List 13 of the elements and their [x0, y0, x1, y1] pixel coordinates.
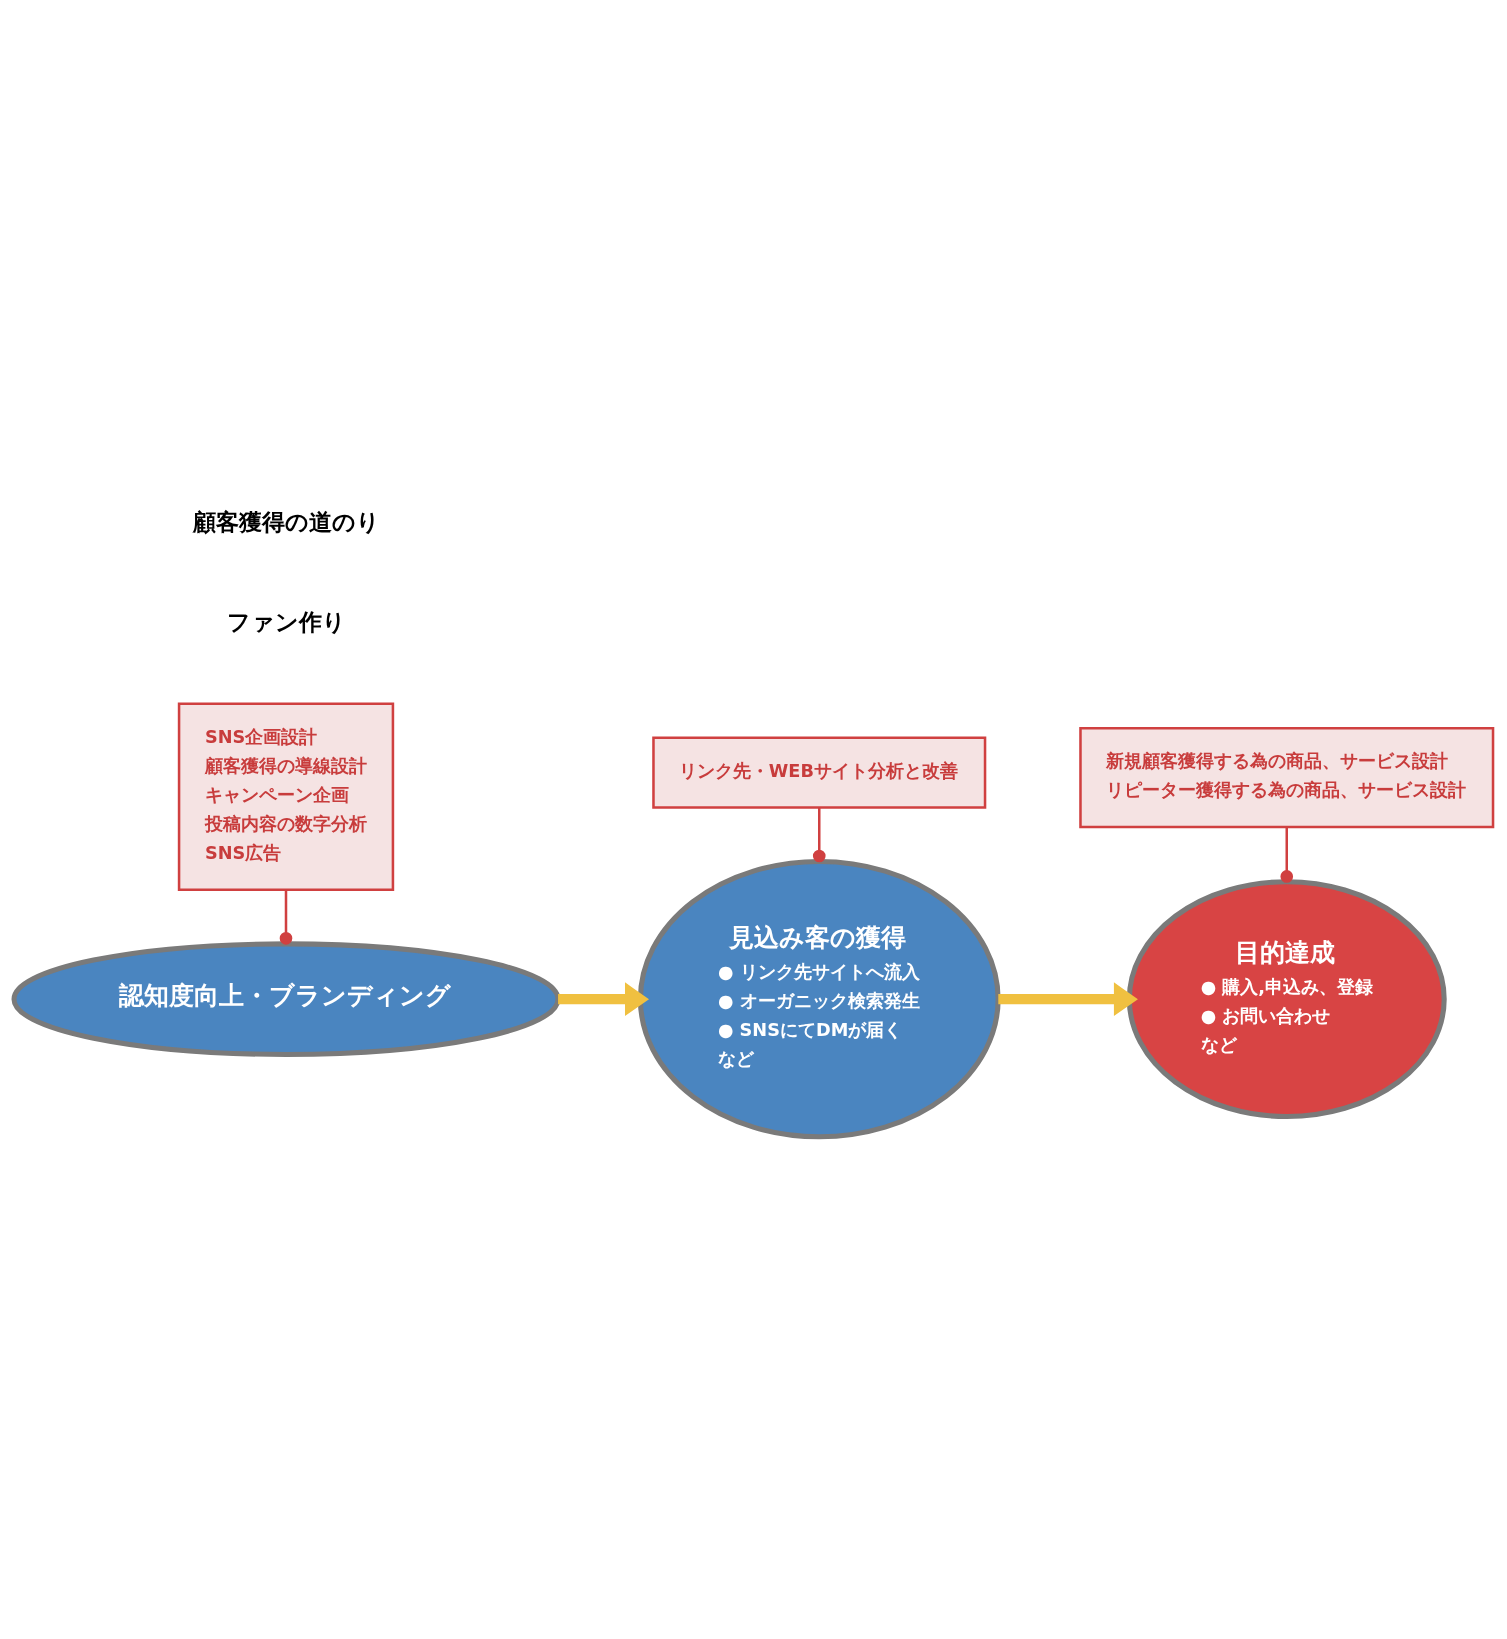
node-box: SNS企画設計 顧客獲得の導線設計 キャンペーン企画 投稿内容の数字分析 SNS広告 — [177, 701, 395, 891]
arrow — [558, 981, 649, 1016]
node-ellipse: 認知度向上・ブランディング — [11, 940, 561, 1057]
arrow — [998, 981, 1138, 1016]
node-ellipse: 目的達成 ● 購入,申込み、登録 ● お問い合わせ など — [1126, 878, 1447, 1119]
node-box: リンク先・WEBサイト分析と改善 — [652, 736, 987, 809]
connector — [1280, 826, 1294, 883]
label: 顧客獲得の道のり — [192, 508, 380, 535]
node-box: 新規顧客獲得する為の商品、サービス設計 リピーター獲得する為の商品、サービス設計 — [1079, 726, 1495, 828]
connector — [812, 807, 826, 862]
connector — [279, 889, 293, 945]
label: ファン作り — [226, 608, 346, 635]
node-ellipse: 見込み客の獲得 ● リンク先サイトへ流入 ● オーガニック検索発生 ● SNSにてDMが届く など — [637, 858, 1001, 1139]
